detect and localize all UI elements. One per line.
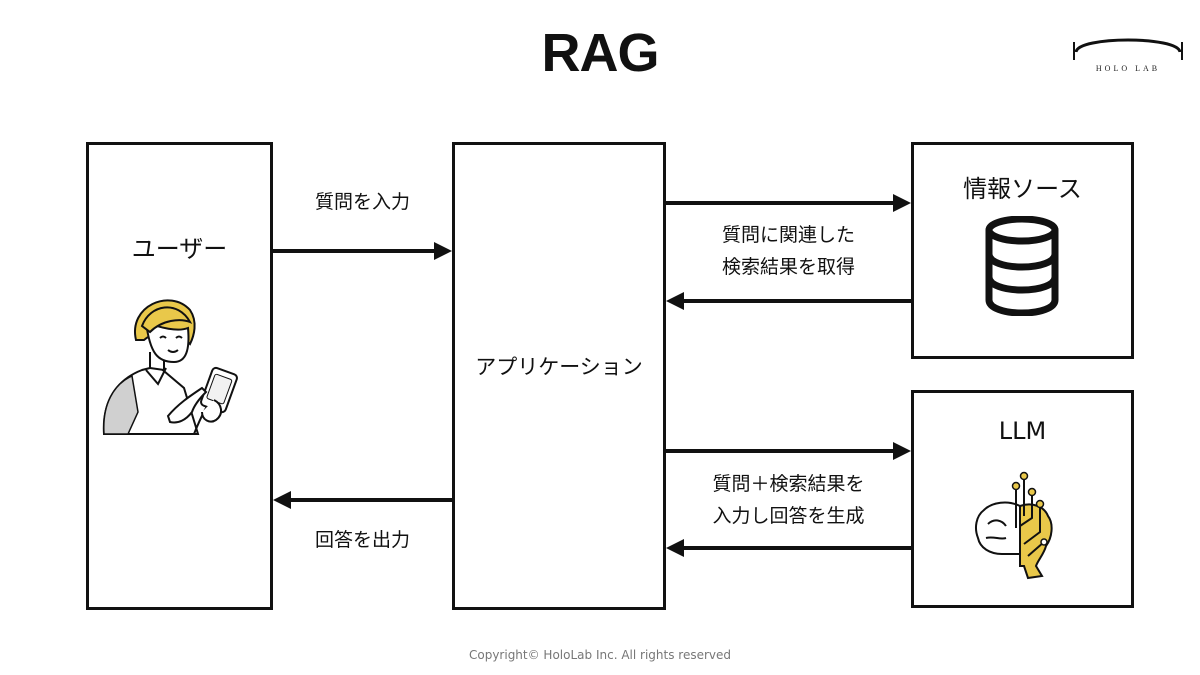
arrow-llm-to-app (666, 539, 911, 557)
user-box: ユーザー (86, 142, 273, 610)
arrow-user-to-app (273, 242, 452, 260)
arrow-source-to-app (666, 292, 911, 310)
arrow-app-to-user (273, 491, 452, 509)
ai-brain-circuit-icon (975, 471, 1053, 580)
copyright-text: Copyright© HoloLab Inc. All rights reser… (468, 648, 731, 662)
label-source-line2: 検索結果を取得 (721, 256, 855, 278)
app-label: アプリケーション (475, 355, 643, 379)
logo-text: HOLO LAB (1095, 64, 1161, 73)
label-llm-line1: 質問＋検索結果を (712, 473, 865, 495)
arrow-app-to-llm (666, 442, 911, 460)
label-source-line1: 質問に関連した (721, 224, 855, 246)
holo-lab-logo (1073, 38, 1183, 60)
label-app-to-user: 回答を出力 (314, 529, 410, 551)
source-box: 情報ソース (911, 142, 1134, 359)
user-label: ユーザー (131, 235, 228, 263)
llm-box: LLM (911, 390, 1134, 608)
label-llm-line2: 入力し回答を生成 (712, 505, 865, 527)
woman-with-smartphone-icon (102, 299, 238, 435)
llm-label: LLM (998, 417, 1047, 445)
arrow-app-to-source (666, 194, 911, 212)
database-icon (985, 216, 1059, 316)
app-box: アプリケーション (452, 142, 666, 610)
source-label: 情報ソース (963, 175, 1082, 203)
label-user-to-app: 質問を入力 (314, 191, 410, 213)
page-title: RAG (541, 23, 660, 83)
